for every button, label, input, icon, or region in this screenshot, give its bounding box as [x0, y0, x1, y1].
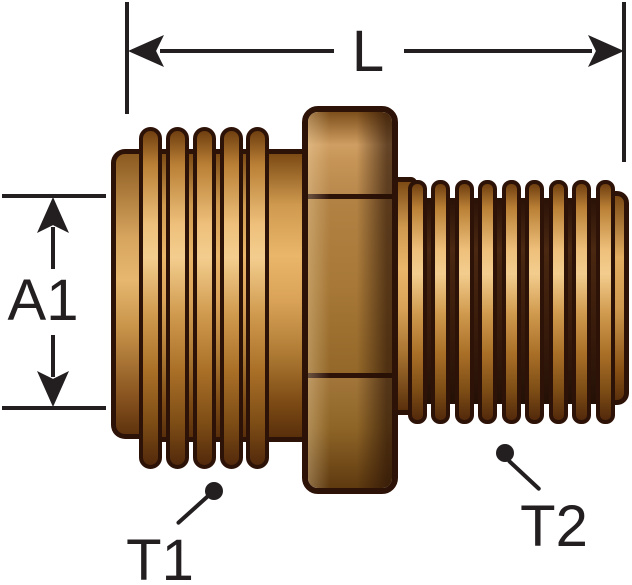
left-thread-ridge — [220, 127, 243, 469]
right-thread-ridge — [572, 180, 591, 424]
right-thread-ridge — [478, 180, 497, 424]
right-thread-ridge — [596, 180, 615, 424]
extension-line-left — [125, 2, 129, 114]
dimension-arrow-left-icon — [128, 35, 164, 67]
a1-tick-top — [2, 194, 106, 198]
right-thread-ridge — [502, 180, 521, 424]
a1-dimension-label: A1 — [7, 268, 79, 333]
hex-shading — [308, 112, 392, 488]
a1-tick-bottom — [2, 406, 106, 410]
right-thread-ridge — [549, 180, 568, 424]
dimension-arrow-right-icon — [588, 35, 624, 67]
left-thread-ridge — [193, 127, 216, 469]
right-thread-ridge — [455, 180, 474, 424]
hex-nut — [302, 106, 398, 494]
a1-arrow-up-stem — [51, 227, 55, 269]
right-thread-ridge — [525, 180, 544, 424]
t2-leader-line — [506, 458, 542, 492]
a1-arrow-down-stem — [51, 335, 55, 377]
dimension-line-l-right-segment — [404, 49, 592, 53]
left-thread-ridge — [246, 127, 269, 469]
t2-callout-label: T2 — [520, 494, 588, 559]
left-thread-ridge — [166, 127, 189, 469]
extension-line-right — [622, 2, 626, 162]
right-thread-ridge — [431, 180, 450, 424]
length-dimension-label: L — [351, 19, 385, 84]
left-thread-ridge — [139, 127, 162, 469]
right-thread-ridge — [408, 180, 427, 424]
dimension-line-l-left-segment — [160, 49, 334, 53]
t1-callout-label: T1 — [126, 528, 194, 585]
t2-leader-dot — [496, 444, 514, 462]
t1-leader-line — [175, 493, 212, 526]
